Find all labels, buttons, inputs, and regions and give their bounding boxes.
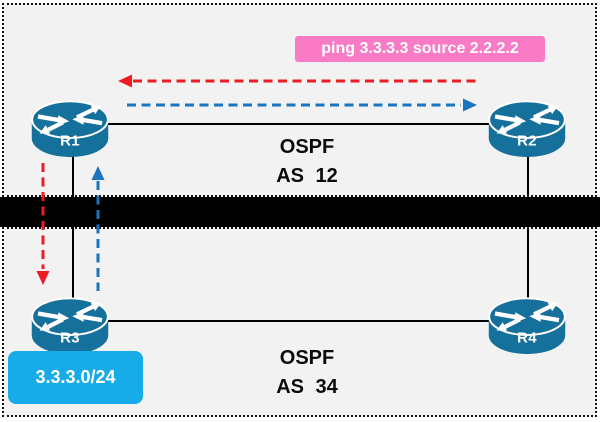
router-label-r3: R3 bbox=[60, 329, 80, 347]
subnet-label: 3.3.3.0/24 bbox=[8, 351, 143, 404]
router-label-r2: R2 bbox=[517, 132, 537, 150]
area-as34-number: AS 34 bbox=[276, 376, 338, 398]
area-label-as12: OSPF AS 12 bbox=[276, 133, 338, 191]
router-label-r1: R1 bbox=[60, 132, 80, 150]
area-as12-protocol: OSPF bbox=[279, 136, 335, 158]
area-as12-number: AS 12 bbox=[276, 165, 338, 187]
area-as34-protocol: OSPF bbox=[279, 347, 335, 369]
area-label-as34: OSPF AS 34 bbox=[276, 344, 338, 402]
as-boundary-divider bbox=[0, 197, 600, 227]
router-label-r4: R4 bbox=[517, 329, 537, 347]
ping-command-label: ping 3.3.3.3 source 2.2.2.2 bbox=[295, 36, 545, 62]
